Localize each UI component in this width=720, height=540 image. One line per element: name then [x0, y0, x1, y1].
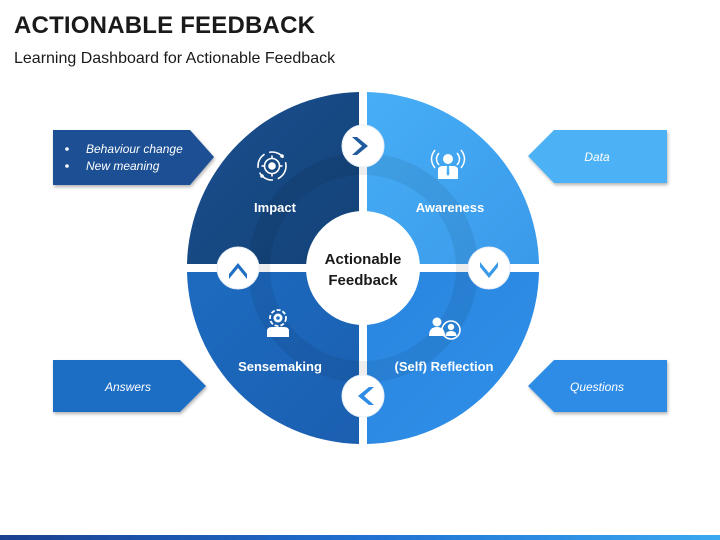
bottom-accent-bar — [0, 535, 720, 540]
quadrant-impact — [187, 92, 359, 264]
center-label-line1: Actionable — [325, 251, 402, 268]
callout-top-right: Data — [528, 130, 667, 183]
chevron-left-icon — [358, 387, 374, 405]
chevron-up-icon — [229, 263, 247, 279]
callout-bottom-left: Answers — [53, 360, 206, 412]
quadrant-sensemaking — [187, 272, 359, 444]
person-broadcast-icon — [430, 149, 466, 179]
callout-bottom-right: Questions — [528, 360, 667, 412]
connector-bottom — [341, 374, 385, 418]
callout-label-answers: Answers — [104, 380, 151, 394]
connector-right — [467, 246, 511, 290]
quadrant-label-sensemaking: Sensemaking — [238, 359, 322, 374]
callout-item-new-meaning: New meaning — [86, 159, 160, 173]
user-group-icon — [429, 317, 461, 340]
quadrant-label-awareness: Awareness — [416, 200, 484, 215]
chevron-right-icon — [352, 137, 368, 155]
quadrant-label-reflection: (Self) Reflection — [395, 359, 494, 374]
gear-orbit-icon — [257, 151, 287, 181]
connector-top — [341, 124, 385, 168]
connector-left — [216, 246, 260, 290]
center-circle — [306, 211, 420, 325]
page-title: ACTIONABLE FEEDBACK — [14, 12, 316, 39]
callout-top-left: Behaviour change New meaning — [53, 130, 214, 185]
chevron-down-icon — [480, 262, 498, 278]
bullet-dot — [65, 147, 69, 151]
callout-item-behaviour-change: Behaviour change — [86, 142, 183, 156]
callout-label-data: Data — [584, 150, 610, 164]
quadrant-label-impact: Impact — [254, 200, 297, 215]
page-subtitle: Learning Dashboard for Actionable Feedba… — [14, 50, 336, 67]
callout-label-questions: Questions — [570, 380, 624, 394]
quadrant-reflection — [367, 272, 539, 444]
person-gear-icon — [267, 309, 289, 337]
center-label-line2: Feedback — [328, 272, 398, 289]
bullet-dot — [65, 164, 69, 168]
